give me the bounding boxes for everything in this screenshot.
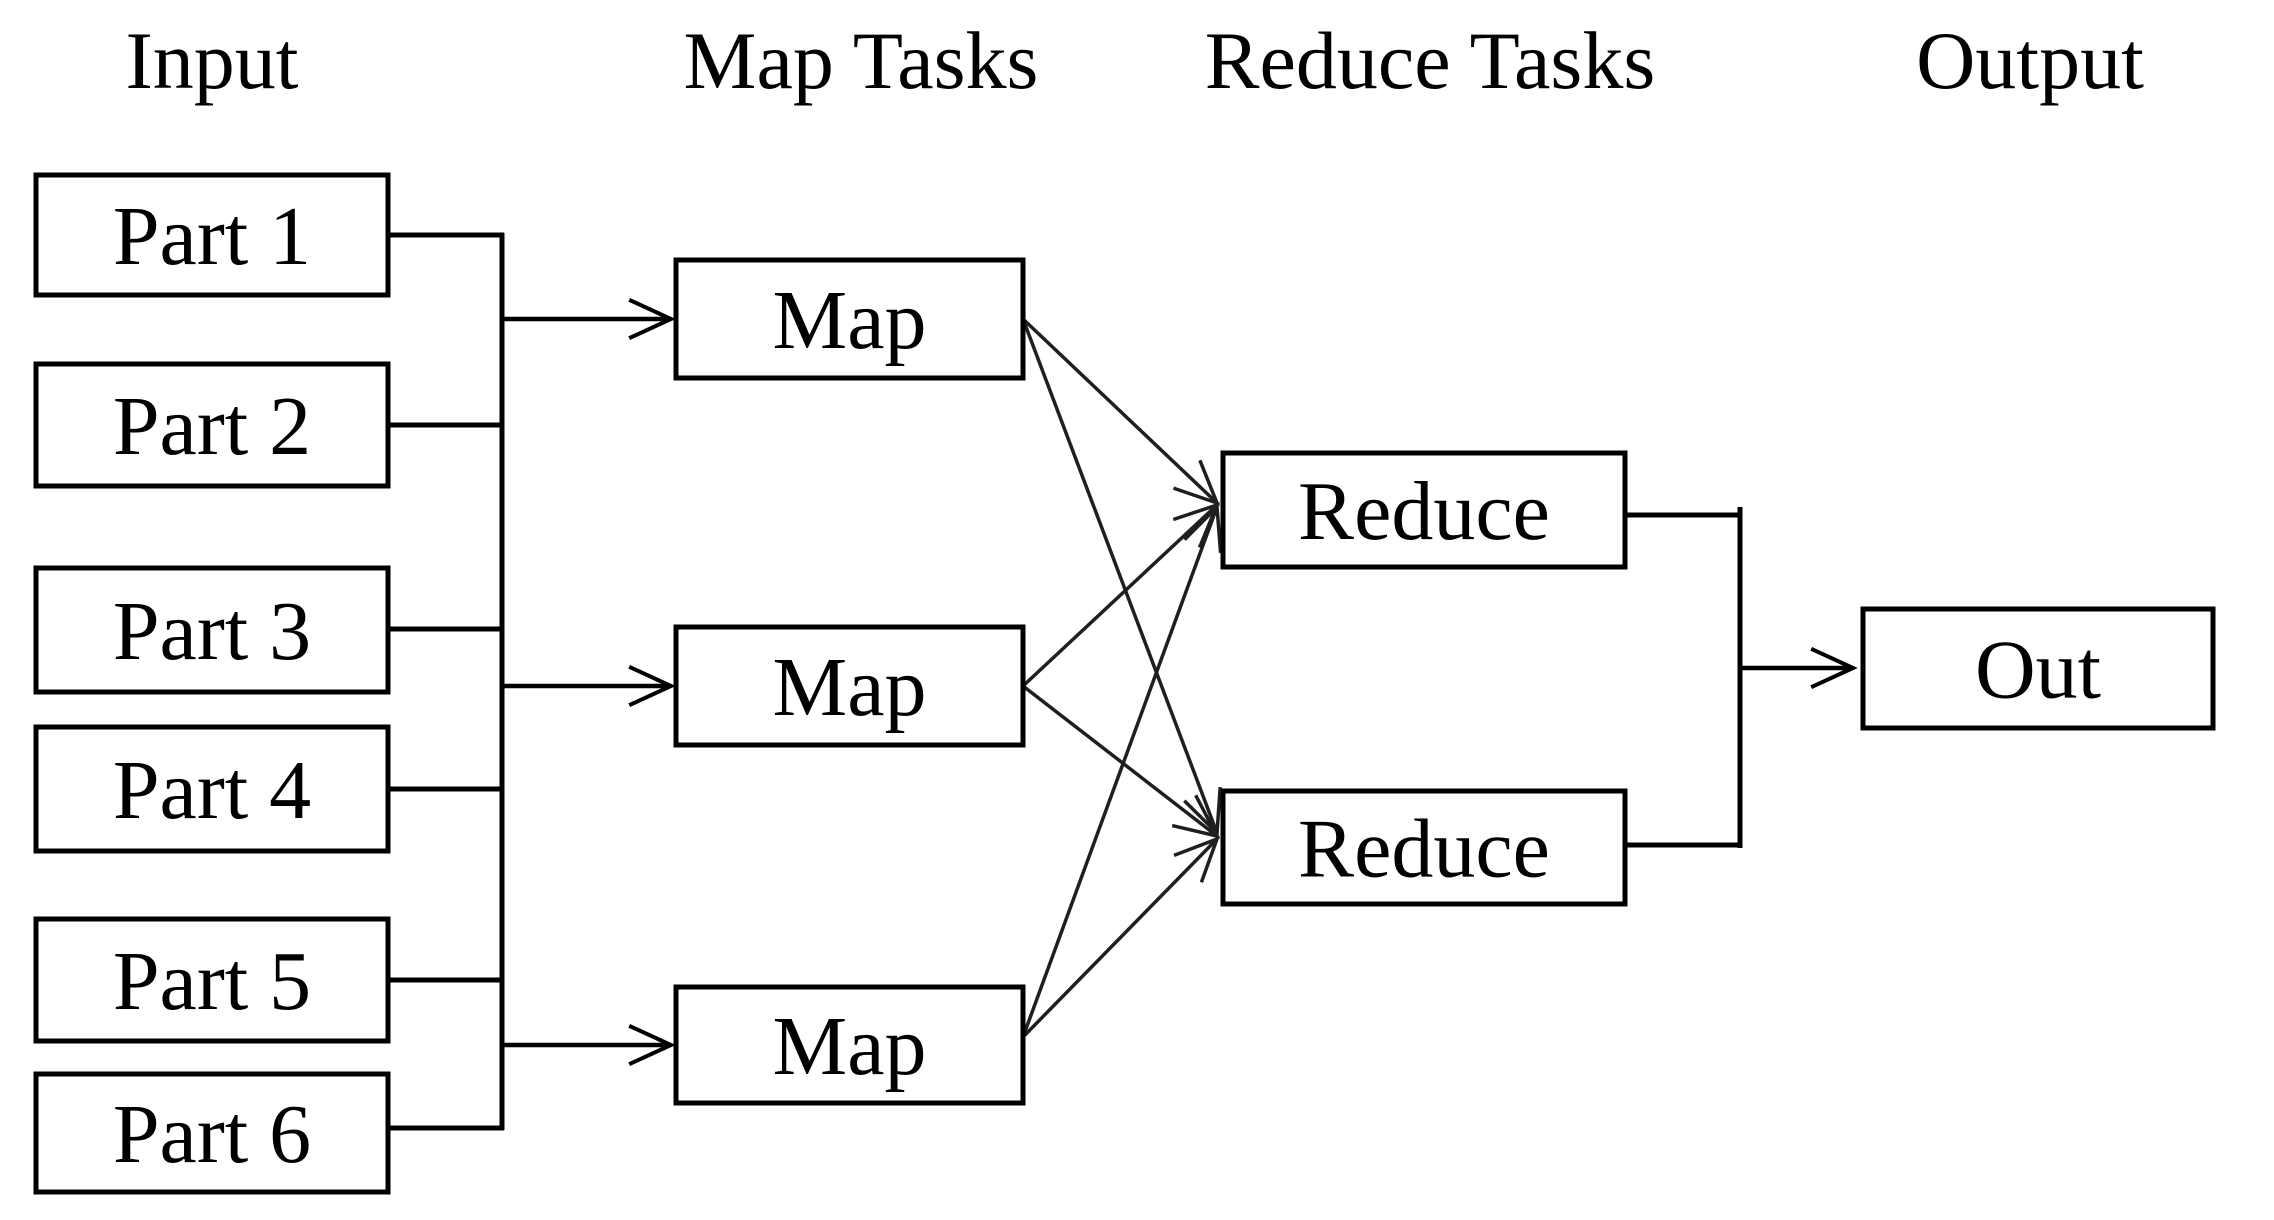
- map-1-label: Map: [773, 274, 927, 367]
- edge-map3-to-reduce2: [1021, 837, 1219, 1039]
- column-header-reduce-tasks: Reduce Tasks: [1205, 15, 1655, 106]
- map-3-box: [673, 984, 1026, 1106]
- part-2-box: [33, 361, 391, 489]
- part-5-label: Part 5: [113, 935, 311, 1028]
- arrowhead-icon: [628, 1023, 676, 1067]
- part-4-label: Part 4: [113, 744, 311, 837]
- out-box: [1860, 606, 2216, 731]
- part-3-label: Part 3: [113, 585, 311, 678]
- arrowhead-icon: [1810, 646, 1858, 690]
- map-2-label: Map: [773, 641, 927, 734]
- arrowhead-icon: [1183, 503, 1223, 554]
- column-header-map-tasks: Map Tasks: [684, 15, 1039, 106]
- part-3-box: [33, 565, 391, 695]
- part-1-label: Part 1: [113, 190, 311, 283]
- reduce-2-label: Reduce: [1298, 803, 1550, 896]
- part-6-label: Part 6: [113, 1088, 311, 1181]
- map-1-box: [673, 257, 1026, 381]
- edges-layer: [388, 232, 1858, 1131]
- column-header-output: Output: [1916, 15, 2144, 106]
- edge-map3-to-reduce1: [1021, 506, 1219, 1038]
- reduce-1-label: Reduce: [1298, 465, 1550, 558]
- part-6-box: [33, 1071, 391, 1195]
- reduce-1-box: [1220, 450, 1628, 570]
- arrowhead-icon: [628, 297, 676, 341]
- reduce-2-box: [1220, 788, 1628, 907]
- part-2-label: Part 2: [113, 380, 311, 473]
- out-label: Out: [1975, 624, 2101, 717]
- edge-map2-to-reduce1: [1021, 503, 1219, 688]
- headers-layer: Input Map Tasks Reduce Tasks Output: [125, 15, 2144, 106]
- edge-map2-to-reduce2: [1021, 684, 1219, 838]
- column-header-input: Input: [125, 15, 298, 106]
- edge-map1-to-reduce1: [1021, 317, 1219, 505]
- arrowhead-icon: [628, 664, 676, 708]
- map-3-label: Map: [773, 1000, 927, 1093]
- part-5-box: [33, 916, 391, 1044]
- arrowhead-icon: [1172, 459, 1221, 506]
- part-1-box: [33, 172, 391, 298]
- arrowhead-icon: [1173, 836, 1220, 883]
- arrowhead-icon: [1171, 794, 1221, 839]
- part-4-box: [33, 724, 391, 854]
- map-2-box: [673, 624, 1026, 748]
- edge-map1-to-reduce2: [1021, 318, 1219, 834]
